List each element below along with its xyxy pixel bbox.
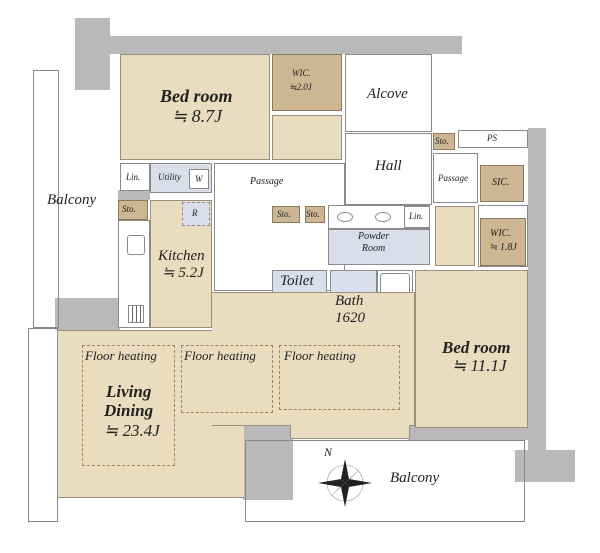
wall [100,36,462,54]
passage-label: Passage [250,176,284,187]
sink-icon [127,235,145,255]
floor-heating-label: Floor heating [284,348,356,363]
wall [408,425,528,440]
bath-name: Bath [335,293,364,309]
living-dining-right [212,292,415,426]
sto1-label: Sto. [122,204,136,214]
wic2-name: WIC. [490,228,511,239]
floor-heating-label: Floor heating [85,348,157,363]
kitchen-area: ≒ 5.2J [162,265,204,281]
floor-heating-label: Floor heating [184,348,256,363]
balcony-left-lower [28,328,58,522]
wic-1-8 [480,218,526,266]
wall [515,450,575,482]
wall [75,18,110,90]
basin-icon [375,212,391,222]
floor-heating-zone [279,345,400,410]
living-name: Living [106,382,152,401]
bedroom1-name: Bed room [160,86,233,106]
hall-label: Hall [375,158,402,174]
balcony-bottom [245,440,525,522]
stove-icon [128,305,144,323]
sto2-label: Sto. [277,209,291,219]
wall [118,190,150,200]
floor-heating-zone [82,345,175,466]
alcove [345,54,432,132]
bedroom2-area: ≒ 11.1J [452,356,507,375]
wic-entry [272,115,342,160]
wic2-area: ≒ 1.8J [489,242,517,253]
basin-icon [337,212,353,222]
passage [214,163,345,291]
bedroom1-area: ≒ 8.7J [172,106,223,126]
wall [243,425,293,500]
utility-label: Utility [158,172,181,182]
lin2-label: Lin. [409,211,424,221]
sto3-label: Sto. [306,209,320,219]
bedroom2-name: Bed room [442,338,511,357]
living-window-bay [290,425,410,439]
storage [272,206,300,223]
shoe-closet [480,165,524,202]
wall [528,128,546,453]
powder-room [328,229,430,265]
wic1-area: ≒2.0J [289,82,312,92]
washer-label: W [195,174,203,184]
passage-right-label: Passage [438,173,468,183]
storage [305,206,325,223]
wic2-entry [435,206,475,266]
dining-name: Dining [104,401,154,420]
pipe-space [458,130,528,148]
fridge-space [182,202,210,226]
powder-label: Powder Room [358,231,390,254]
compass-icon [318,459,372,507]
passage-right [433,153,478,203]
kitchen-name: Kitchen [158,248,205,264]
lin1-label: Lin. [126,172,141,182]
floor-heating-zone [181,345,273,413]
hall [345,133,432,205]
storage [118,200,148,220]
living-area: ≒ 23.4J [104,421,160,440]
linen-closet [120,163,150,191]
wall [55,298,120,330]
ps-label: PS [487,133,497,143]
balcony-left [33,70,59,328]
toilet-label: Toilet [280,273,314,289]
wic-2-0 [272,54,342,111]
washer [189,169,209,189]
north-label: N [324,445,333,459]
linen-closet [404,206,430,228]
alcove-label: Alcove [367,86,408,102]
fridge-label: R [192,208,198,218]
balcony-left-label: Balcony [47,192,97,208]
storage [433,133,455,150]
balcony-bottom-label: Balcony [390,470,440,486]
bedroom-11-1 [415,270,528,428]
sto4-label: Sto. [435,136,449,146]
bedroom-8-7 [120,54,270,160]
sic-label: SIC. [492,177,510,188]
bath-size: 1620 [335,310,365,326]
wic1-name: WIC. [292,68,311,78]
